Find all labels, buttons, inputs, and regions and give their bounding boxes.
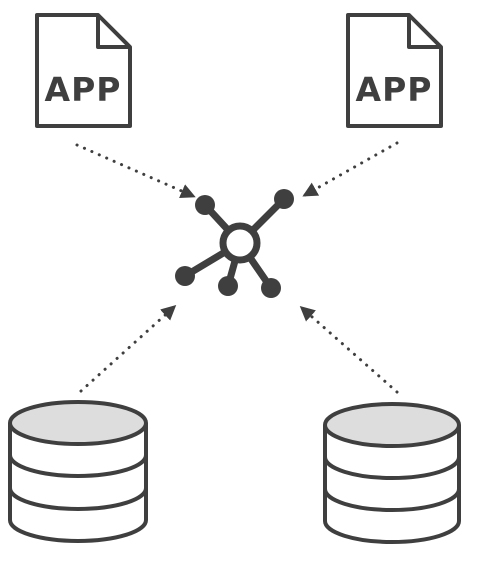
app-document-left: APP <box>35 13 132 128</box>
connector-arrows <box>75 141 399 394</box>
app-label-left: APP <box>45 70 122 109</box>
database-right <box>323 402 461 544</box>
app-label-right: APP <box>356 70 433 109</box>
hub-network-icon <box>175 189 294 298</box>
arrow-app-left-to-hub <box>75 143 196 199</box>
hub-node-top-left <box>195 195 215 215</box>
database-top <box>323 402 461 448</box>
document-fold-icon <box>407 15 441 49</box>
hub-node-top-right <box>274 189 294 209</box>
database-left <box>8 400 148 543</box>
database-icon <box>8 423 148 543</box>
hub-node-bottom <box>218 276 238 296</box>
arrow-app-right-to-hub <box>302 141 399 197</box>
app-document-right: APP <box>346 13 443 128</box>
database-top <box>8 400 148 446</box>
document-icon <box>35 13 132 128</box>
arrow-db-right-to-hub <box>299 306 399 394</box>
hub-node-bottom-right <box>261 278 281 298</box>
document-icon <box>346 13 443 128</box>
hub-center-ring <box>219 222 261 264</box>
database-icon <box>323 425 461 544</box>
hub-node-left <box>175 266 195 286</box>
arrow-db-left-to-hub <box>79 304 177 393</box>
document-fold-icon <box>96 15 130 49</box>
